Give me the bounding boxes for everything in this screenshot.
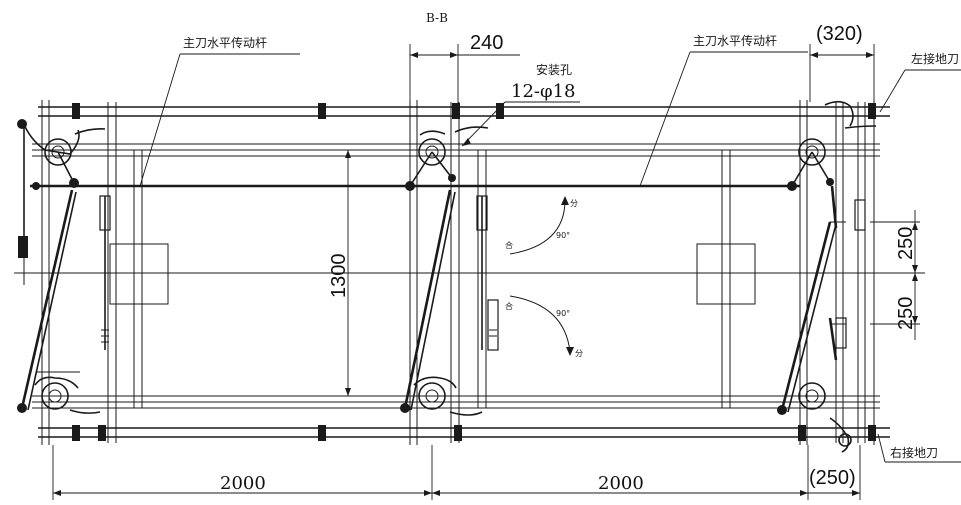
crank-wheel-top-right (787, 100, 877, 229)
dim-240: 240 (470, 32, 503, 54)
crank-wheel-top-left (17, 119, 106, 285)
mount-hole-title: 安装孔 (536, 62, 572, 77)
insulator-post-left (99, 195, 111, 350)
angle-label-top: 90° (556, 231, 570, 240)
crank-wheel-bottom-left (17, 189, 101, 414)
crank-wheel-bottom-right (777, 221, 852, 453)
angle-label-bottom: 90° (556, 309, 570, 318)
dim-2000-right: 2000 (598, 473, 644, 494)
mount-hole-spec: 12-φ18 (511, 81, 576, 102)
bolt-clusters (72, 103, 876, 441)
dim-250-bottom: (250) (809, 467, 856, 489)
main-blade-rod-label-left: 主刀水平传动杆 (183, 35, 267, 50)
rotation-arcs (509, 196, 574, 356)
dim-250-upper: 250 (895, 227, 917, 260)
close-label-bottom: 合 (505, 301, 513, 311)
leader-lines (139, 51, 961, 463)
insulator-posts (99, 195, 866, 351)
dim-250-lower: 250 (895, 297, 917, 330)
insulator-post-center (476, 195, 499, 351)
open-label-bottom: 分 (575, 349, 583, 358)
crank-wheel-bottom-center (400, 189, 483, 416)
insulator-post-right (830, 199, 866, 349)
crank-mechanisms (17, 100, 877, 453)
dim-2000-left: 2000 (220, 473, 266, 494)
section-label: B-B (426, 11, 448, 25)
left-ground-blade-label: 左接地刀 (911, 51, 959, 66)
dim-320: (320) (816, 23, 863, 45)
open-label-top: 分 (570, 199, 578, 208)
close-label-top: 合 (505, 240, 513, 250)
right-ground-blade-label: 右接地刀 (890, 445, 938, 460)
crank-wheel-top-center (405, 126, 489, 191)
dim-1300: 1300 (328, 254, 350, 299)
dimension-lines (52, 44, 920, 500)
main-blade-rod-label-right: 主刀水平传动杆 (693, 33, 777, 48)
